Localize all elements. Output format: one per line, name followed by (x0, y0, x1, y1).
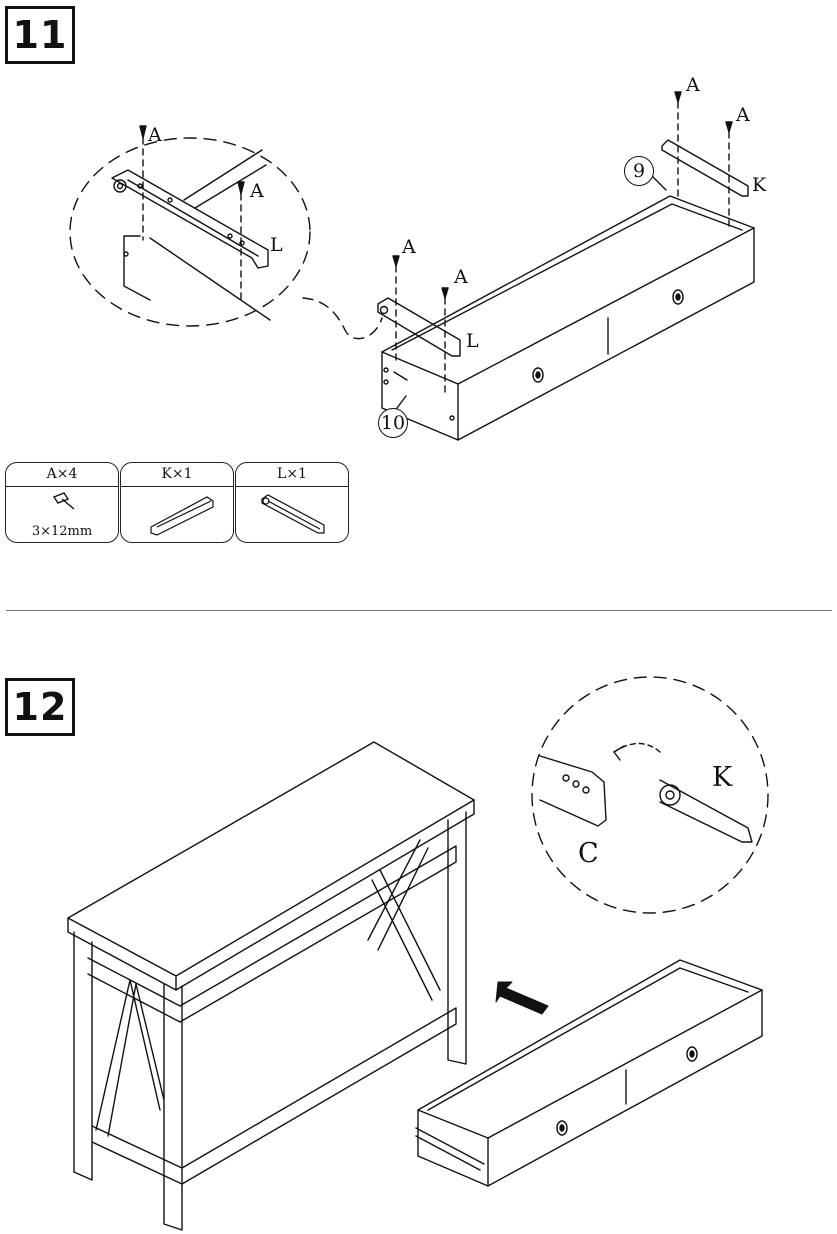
drawer-knob-4 (686, 1046, 698, 1062)
drawer-knob-2 (672, 289, 684, 305)
part-number-9: 9 (624, 156, 654, 186)
part-screw-a: A×4 3×12mm (5, 462, 119, 543)
detail-zoom-circle (531, 676, 769, 914)
screw-label: A (686, 74, 700, 96)
screw-icon (52, 492, 75, 510)
slide-rail-icon (150, 496, 214, 536)
screw-label: A (148, 124, 162, 146)
zoom-connector (302, 297, 383, 340)
part-number-10: 10 (378, 408, 408, 438)
part-header: A×4 (6, 463, 118, 487)
detail-zoom-ellipse (69, 137, 311, 327)
screw-label: A (454, 266, 468, 288)
part-slide-l: L×1 (235, 462, 349, 543)
section-divider (6, 610, 832, 611)
part-header: K×1 (121, 463, 233, 487)
screw-label: A (402, 236, 416, 258)
part-size: 3×12mm (31, 524, 93, 539)
slide-label-k: K (712, 762, 733, 793)
slide-label-l: L (466, 330, 479, 352)
table-top (67, 741, 475, 977)
parts-list: A×4 3×12mm K×1 L×1 (5, 462, 350, 543)
drawer-knob-3 (556, 1120, 568, 1136)
slide-rail-icon (261, 494, 325, 534)
slide-label-l: L (270, 234, 283, 256)
drawer-knob-1 (532, 367, 544, 383)
part-slide-k: K×1 (120, 462, 234, 543)
screw-label: A (736, 104, 750, 126)
step-number-12: 12 (5, 678, 75, 736)
drawer-box (381, 195, 755, 441)
part-header: L×1 (236, 463, 348, 487)
insert-arrow (495, 981, 549, 1015)
bracket-label-c: C (578, 838, 599, 869)
drawer-box-12 (417, 959, 763, 1187)
step-number-11: 11 (5, 6, 75, 64)
screw-label: A (250, 180, 264, 202)
slide-label-k: K (752, 174, 767, 196)
